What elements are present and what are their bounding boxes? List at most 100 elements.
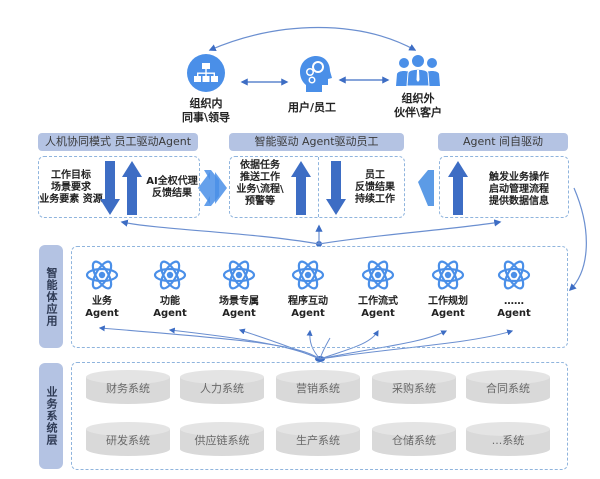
agent-layer-box: [71, 246, 568, 348]
actor-label-line: 组织内: [189, 97, 223, 110]
mode1-input-text: 工作目标 场景要求 业务要素 资源: [38, 170, 104, 206]
cylinder-top: [372, 422, 456, 436]
system-cylinder[interactable]: 研发系统: [86, 422, 170, 456]
atom-icon: [153, 260, 187, 290]
system-name: 供应链系统: [194, 434, 250, 447]
system-name: 仓储系统: [392, 434, 436, 447]
agent-name: 业务: [92, 296, 112, 307]
system-name: 财务系统: [106, 382, 150, 395]
system-cylinder[interactable]: 营销系统: [276, 370, 360, 404]
text-line: 启动管理流程: [489, 184, 549, 195]
text-line: 提供数据信息: [489, 196, 549, 207]
atom-icon: [222, 260, 256, 290]
system-cylinder[interactable]: 供应链系统: [180, 422, 264, 456]
arrow-up-icon: [122, 161, 142, 215]
arrow-down-icon: [326, 161, 346, 215]
mode-header-ai-drive: 智能驱动 Agent驱动员工: [229, 133, 404, 151]
mode3-actions-text: 触发业务操作 启动管理流程 提供数据信息: [474, 172, 564, 208]
cylinder-top: [180, 370, 264, 384]
mode-box-agent-self: [439, 156, 569, 218]
system-name: 研发系统: [106, 434, 150, 447]
actor-internal-label: 组织内 同事\领导: [176, 97, 236, 125]
system-name: 营销系统: [296, 382, 340, 395]
system-cylinder[interactable]: 仓储系统: [372, 422, 456, 456]
head-gears-icon: [300, 56, 332, 92]
cylinder-top: [466, 422, 550, 436]
system-layer-box: [71, 362, 568, 470]
agent-name: 工作流式: [358, 296, 398, 307]
cylinder-top: [276, 370, 360, 384]
agent-item[interactable]: ……Agent: [482, 258, 546, 320]
text-line: 反馈结果: [355, 182, 395, 193]
agent-name: 功能: [160, 296, 180, 307]
mode-header-agent-self: Agent 间自驱动: [438, 133, 568, 151]
text-line: 业务要素 资源: [39, 194, 103, 205]
mode2-feedback-text: 员工 反馈结果 持续工作: [346, 170, 404, 206]
atom-icon: [291, 260, 325, 290]
curve-internal-external: [208, 27, 417, 52]
system-cylinder[interactable]: ...系统: [466, 422, 550, 456]
agent-name: 程序互动: [288, 296, 328, 307]
atom-icon: [497, 260, 531, 290]
system-cylinder[interactable]: 生产系统: [276, 422, 360, 456]
text-line: 反馈结果: [152, 188, 192, 199]
agent-name: 工作规划: [428, 296, 468, 307]
system-name: 人力系统: [200, 382, 244, 395]
mode2-push-text: 依据任务 推送工作 业务\流程\ 预警等: [229, 160, 291, 208]
text-line: 业务\流程\: [236, 184, 284, 195]
agent-type: Agent: [497, 308, 531, 319]
system-layer-label: 业务系统层: [39, 363, 63, 469]
text-line: AI全权代理: [146, 176, 198, 187]
actor-external: [394, 54, 442, 90]
actor-user-label: 用户/员工: [282, 101, 342, 115]
agent-type: Agent: [153, 308, 187, 319]
atom-icon: [431, 260, 465, 290]
system-name: 生产系统: [296, 434, 340, 447]
arrow-up-icon: [291, 161, 311, 215]
text-line: 工作目标: [51, 170, 91, 181]
system-cylinder[interactable]: 采购系统: [372, 370, 456, 404]
actor-user: [292, 54, 332, 98]
actor-label-line: 用户/员工: [287, 101, 337, 114]
mode2-divider: [318, 157, 319, 217]
system-cylinder[interactable]: 人力系统: [180, 370, 264, 404]
system-name: ...系统: [491, 434, 525, 447]
cylinder-top: [466, 370, 550, 384]
agent-type: Agent: [361, 308, 395, 319]
text-line: 依据任务: [240, 160, 280, 171]
cylinder-top: [180, 422, 264, 436]
actor-label-line: 伙伴\客户: [393, 106, 443, 119]
system-cylinder[interactable]: 财务系统: [86, 370, 170, 404]
mode-box-ai-drive: [229, 156, 405, 218]
mode1-output-text: AI全权代理 反馈结果: [146, 176, 198, 200]
group-people-icon: [396, 54, 440, 87]
actor-label-line: 组织外: [401, 92, 435, 105]
system-cylinder[interactable]: 合同系统: [466, 370, 550, 404]
text-line: 预警等: [245, 196, 275, 207]
text-line: 推送工作: [240, 172, 280, 183]
actor-label-line: 同事\领导: [181, 111, 231, 124]
mode-header-human-ai: 人机协同模式 员工驱动Agent: [38, 133, 198, 151]
arrow-mode3-to-mode2: [418, 170, 434, 206]
agent-type: Agent: [291, 308, 325, 319]
mode-box-human-ai: [38, 156, 200, 218]
actor-external-label: 组织外 伙伴\客户: [388, 92, 448, 120]
cylinder-top: [86, 422, 170, 436]
agent-name: ……: [504, 296, 524, 307]
text-line: 持续工作: [355, 194, 395, 205]
arrow-up-icon: [448, 161, 468, 215]
text-line: 员工: [365, 170, 385, 181]
double-arrow-mode1-mode2: [204, 170, 219, 206]
org-chart-icon: [187, 54, 225, 92]
text-line: 触发业务操作: [489, 172, 549, 183]
system-name: 采购系统: [392, 382, 436, 395]
arrow-down-icon: [100, 161, 120, 215]
agent-type: Agent: [431, 308, 465, 319]
atom-icon: [85, 260, 119, 290]
